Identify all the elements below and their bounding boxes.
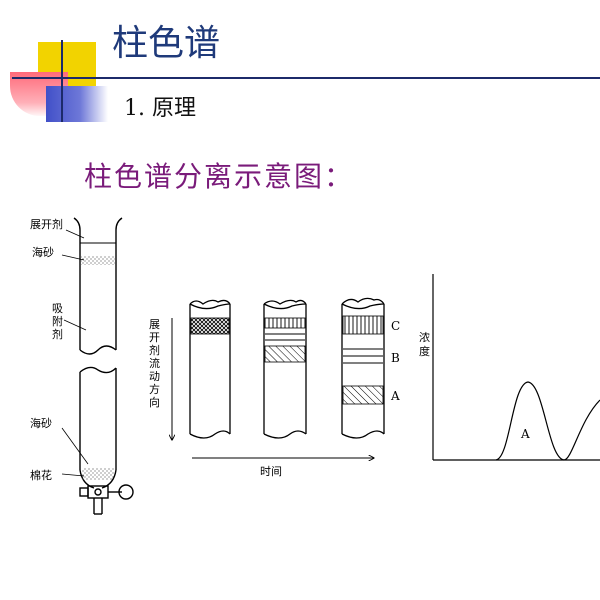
label-developer: 展开剂 [30, 217, 63, 231]
band-label-a: A [390, 389, 400, 403]
label-adsorbent-1: 吸 [52, 302, 63, 315]
column-leaders [61, 229, 89, 477]
time-column-1 [189, 299, 231, 439]
elution-peak-curve [495, 381, 600, 461]
packed-column [73, 217, 134, 515]
flow-label-6: 方 [149, 382, 160, 396]
decor-horizontal-line [12, 77, 600, 79]
concentration-label-1: 浓 [419, 331, 430, 344]
band-a-mid [264, 345, 306, 363]
time-column-3 [341, 297, 385, 439]
slide-subtitle: 1. 原理 [124, 96, 196, 121]
band-a-final [342, 385, 384, 405]
time-column-2 [263, 299, 307, 439]
flow-label-7: 向 [149, 395, 160, 409]
time-axis-label: 时间 [260, 465, 282, 478]
flow-label-5: 动 [149, 370, 160, 383]
flow-label-2: 开 [149, 331, 160, 344]
label-cotton: 棉花 [30, 468, 52, 482]
concentration-plot [432, 274, 600, 461]
slide-title: 柱色谱 [112, 23, 221, 64]
label-adsorbent-2: 附 [52, 314, 63, 328]
decor-blue-gradient [46, 86, 108, 122]
sand-layer-top [81, 256, 115, 265]
concentration-label-2: 度 [419, 344, 430, 358]
flow-label-3: 剂 [149, 343, 160, 357]
peak-label-a: A [520, 427, 530, 441]
band-c-mid [264, 317, 306, 329]
mixed-band-start [190, 317, 230, 335]
flow-label-1: 展 [149, 318, 160, 331]
decor-vertical-line [61, 40, 63, 122]
label-adsorbent-3: 剂 [52, 327, 63, 341]
flow-label-4: 流 [149, 356, 160, 370]
cotton-plug [82, 468, 114, 480]
band-c-final [342, 315, 384, 335]
label-sand-top: 海砂 [32, 245, 54, 259]
band-label-c: C [391, 319, 400, 333]
band-label-b: B [391, 351, 400, 365]
section-heading: 柱色谱分离示意图： [84, 160, 355, 193]
label-sand-bottom: 海砂 [30, 416, 52, 430]
